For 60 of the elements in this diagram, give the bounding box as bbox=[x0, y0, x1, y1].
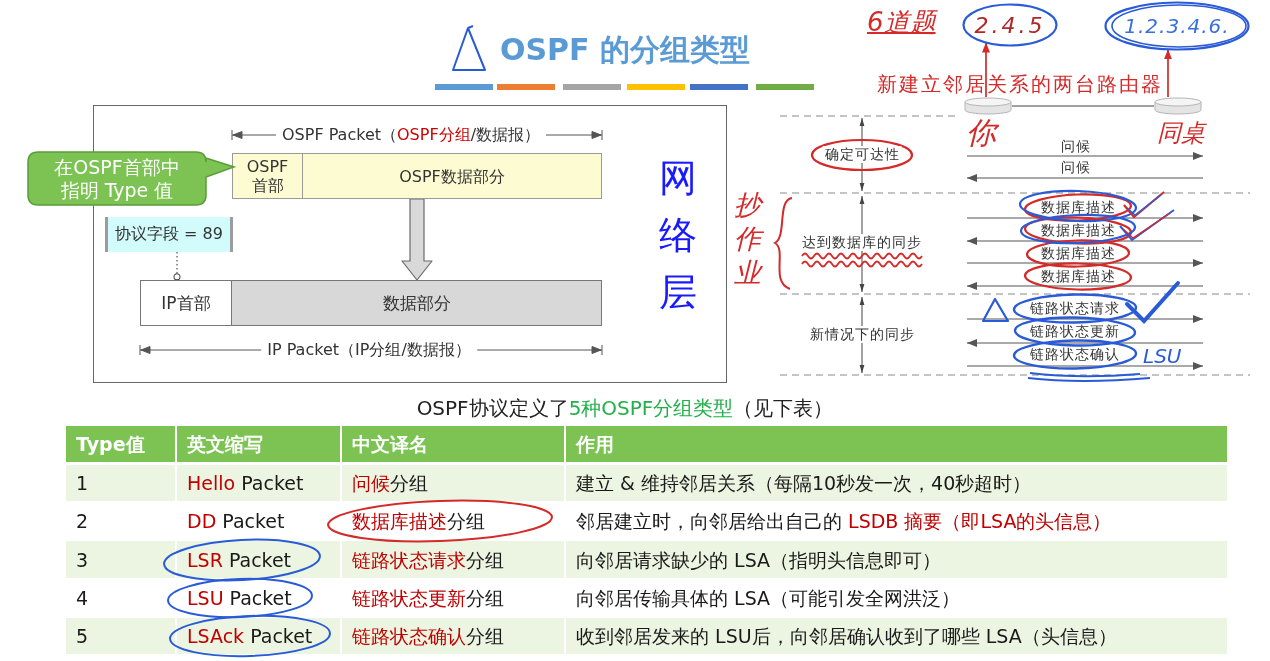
packet-abbreviation: LSR Packet bbox=[187, 547, 292, 572]
packet-chinese-name: 问候分组 bbox=[352, 471, 428, 495]
packet-abbreviation: DD Packet bbox=[187, 509, 285, 533]
type-value: 3 bbox=[76, 547, 89, 572]
message-label: 数据库描述 bbox=[1040, 199, 1116, 216]
packet-data-field: OSPF数据部分 bbox=[302, 153, 602, 199]
type-value: 4 bbox=[76, 586, 89, 610]
block-arrow bbox=[401, 198, 433, 281]
layer-label: 网络层 bbox=[659, 155, 697, 316]
dimension-label: IP Packet（IP分组/数据报） bbox=[261, 340, 477, 360]
packet-chinese-name: 链路状态请求分组 bbox=[352, 547, 504, 572]
handwritten-circled-note: 2.4.5 bbox=[962, 3, 1058, 47]
handwritten-note: LSU bbox=[1143, 345, 1182, 367]
handwritten-circled-note: 1.2.3.4.6. bbox=[1104, 1, 1250, 51]
column-header: 英文缩写 bbox=[187, 432, 263, 456]
message-label: 链路状态更新 bbox=[1030, 323, 1120, 340]
column-header: Type值 bbox=[76, 432, 145, 456]
type-value: 5 bbox=[76, 624, 89, 648]
table-caption: OSPF协议定义了5种OSPF分组类型（见下表） bbox=[416, 396, 834, 420]
packet-chinese-name: 数据库描述分组 bbox=[352, 509, 485, 533]
packet-chinese-name: 链路状态更新分组 bbox=[352, 586, 504, 610]
column-header: 作用 bbox=[576, 432, 614, 456]
packet-purpose: 收到邻居发来的 LSU后，向邻居确认收到了哪些 LSA（头信息） bbox=[576, 624, 1117, 648]
type-value: 2 bbox=[76, 509, 89, 533]
message-label: 数据库描述 bbox=[1040, 268, 1116, 285]
dimension-label: OSPF Packet（OSPF分组/数据报） bbox=[276, 125, 546, 145]
packet-abbreviation: LSU Packet bbox=[187, 586, 292, 610]
packet-header-field: IP首部 bbox=[140, 280, 232, 326]
callout-bubble: 在OSPF首部中指明 Type 值 bbox=[27, 151, 236, 206]
handwritten-note: 同桌 bbox=[1157, 119, 1205, 147]
router-icon bbox=[1154, 97, 1202, 115]
phase-label: 新情况下的同步 bbox=[807, 326, 917, 343]
column-header: 中文译名 bbox=[352, 432, 428, 456]
handwritten-arrow bbox=[982, 41, 990, 98]
slide-title: OSPF 的分组类型 bbox=[500, 31, 751, 69]
message-label: 问候 bbox=[1061, 159, 1091, 176]
message-label: 问候 bbox=[1061, 138, 1091, 155]
packet-chinese-name: 链路状态确认分组 bbox=[352, 624, 504, 648]
packet-abbreviation: LSAck Packet bbox=[187, 624, 313, 648]
protocol-field-tag: 协议字段 = 89 bbox=[105, 217, 233, 252]
handwritten-arrow bbox=[1164, 48, 1172, 98]
phase-label: 确定可达性 bbox=[822, 146, 902, 163]
type-value: 1 bbox=[76, 471, 89, 495]
handwritten-note: 6道题 bbox=[867, 6, 936, 38]
packet-abbreviation: Hello Packet bbox=[187, 471, 304, 495]
message-label: 链路状态确认 bbox=[1030, 346, 1120, 363]
leader-line bbox=[173, 251, 181, 281]
link-line bbox=[1011, 105, 1155, 107]
packet-purpose: 建立 & 维持邻居关系（每隔10秒发一次，40秒超时） bbox=[576, 471, 1032, 495]
message-label: 链路状态请求 bbox=[1030, 300, 1120, 317]
packet-header-field: OSPF 首部 bbox=[232, 153, 303, 199]
message-label: 数据库描述 bbox=[1040, 222, 1116, 239]
message-label: 数据库描述 bbox=[1040, 245, 1116, 262]
phase-label: 达到数据库的同步 bbox=[800, 234, 924, 251]
packet-purpose: 向邻居传输具体的 LSA（可能引发全网洪泛） bbox=[576, 586, 961, 610]
router-icon bbox=[964, 97, 1012, 115]
packet-data-field: 数据部分 bbox=[231, 280, 602, 326]
packet-purpose: 向邻居请求缺少的 LSA（指明头信息即可） bbox=[576, 547, 942, 572]
packet-purpose: 邻居建立时，向邻居给出自己的 LSDB 摘要（即LSA的头信息） bbox=[576, 509, 1112, 533]
annotation-text: 新建立邻居关系的两台路由器 bbox=[877, 73, 1163, 95]
